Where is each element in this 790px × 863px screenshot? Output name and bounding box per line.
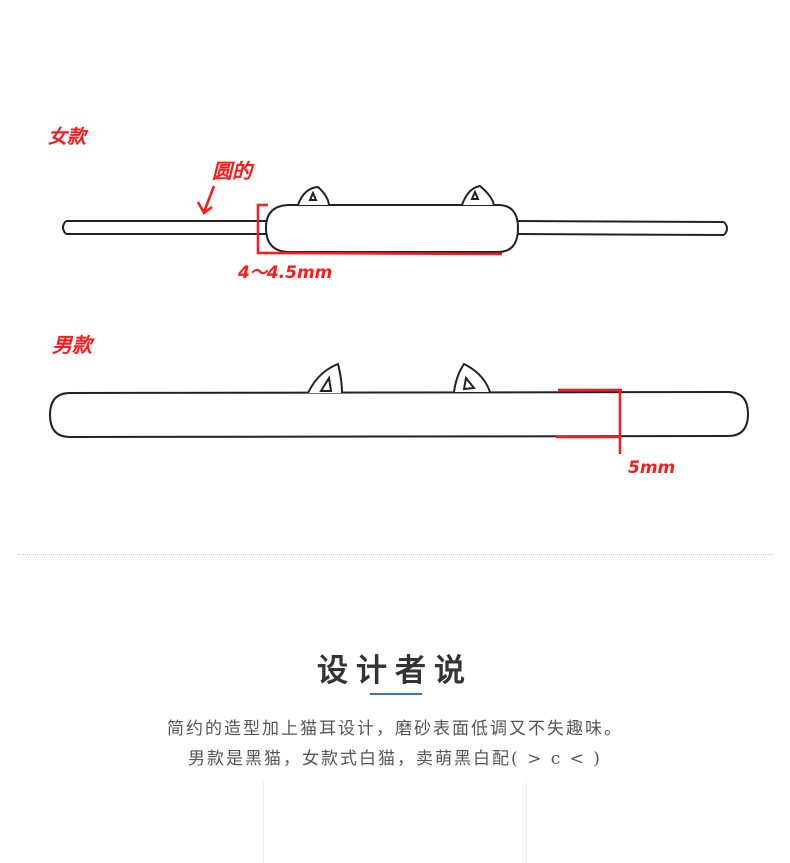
male-size-label: 5mm <box>628 458 675 478</box>
background-line <box>263 780 264 863</box>
designer-description-line-1: 简约的造型加上猫耳设计，磨砂表面低调又不失趣味。 <box>167 719 623 739</box>
background-line <box>526 780 527 863</box>
title-underline <box>370 693 422 695</box>
male-label: 男款 <box>52 333 95 357</box>
female-label: 女款 <box>48 126 89 148</box>
female-annotation <box>196 185 503 256</box>
designer-title: 设计者说 <box>317 653 473 689</box>
female-size-label: 4～4.5mm <box>237 263 332 283</box>
female-bracelet <box>62 184 728 253</box>
design-sketch: 女款 圆的 4～4.5mm 男款 5mm <box>48 126 750 478</box>
section-divider <box>18 554 772 555</box>
male-annotation <box>556 388 622 454</box>
male-bracelet <box>48 362 750 439</box>
designer-description-line-2: 男款是黑猫，女款式白猫，卖萌黑白配( > c < ) <box>188 749 602 769</box>
round-label: 圆的 <box>212 159 255 183</box>
